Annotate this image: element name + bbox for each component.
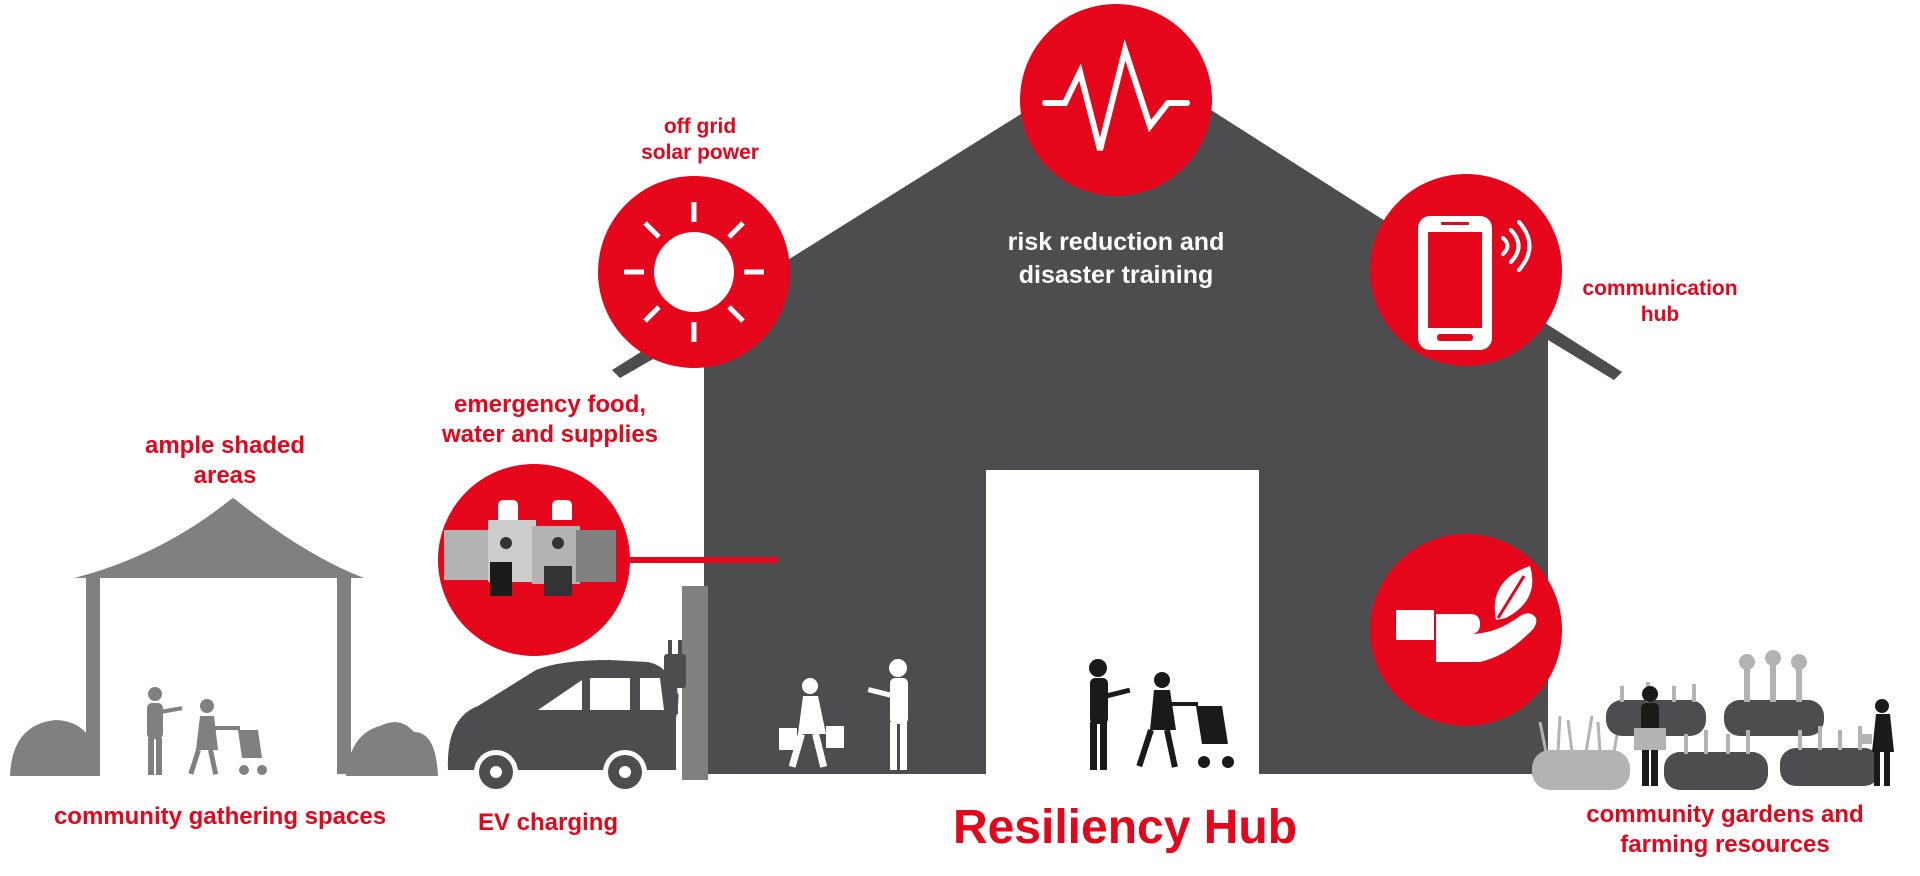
- risk-reduction-label: risk reduction and disaster training: [996, 226, 1236, 291]
- community-gardens-label: community gardens and farming resources: [1540, 800, 1910, 860]
- hand-leaf-icon: [1370, 534, 1562, 726]
- bush-right: [346, 722, 438, 776]
- person-shopping: [779, 678, 844, 768]
- wave-icon: [1020, 4, 1212, 196]
- risk-reduction-line1: risk reduction and: [1007, 228, 1225, 256]
- solar-power-line2: solar power: [641, 141, 759, 165]
- person-stroller-doorway: [1136, 672, 1234, 768]
- page-title: Resiliency Hub: [952, 801, 1298, 854]
- communication-hub-label: communication hub: [1560, 276, 1760, 329]
- person-stroller-gray: [188, 699, 267, 775]
- supplies-icon: [438, 464, 630, 656]
- communication-hub-line2: hub: [1640, 303, 1680, 327]
- communication-hub-line1: communication: [1582, 277, 1738, 300]
- sun-icon: [598, 176, 790, 368]
- ev-charging-label: EV charging: [477, 809, 619, 836]
- charging-station: [658, 586, 708, 780]
- emergency-supplies-line1: emergency food,: [453, 391, 647, 418]
- shaded-areas-line1: ample shaded: [144, 432, 306, 459]
- emergency-supplies-label: emergency food, water and supplies: [410, 390, 690, 450]
- person-standing: [867, 659, 908, 770]
- phone-icon: [1370, 174, 1562, 366]
- solar-power-label: off grid solar power: [600, 114, 800, 167]
- supplies-connector: [600, 557, 778, 563]
- solar-power-line1: off grid: [663, 115, 737, 138]
- shade-canopy: [10, 498, 438, 776]
- risk-reduction-line2: disaster training: [1018, 260, 1214, 289]
- ev-car: [447, 660, 676, 794]
- community-garden: [1532, 650, 1894, 790]
- person-doorway: [1089, 659, 1131, 770]
- emergency-supplies-line2: water and supplies: [441, 421, 659, 448]
- gathering-spaces-label: community gathering spaces: [53, 803, 387, 830]
- shaded-areas-label: ample shaded areas: [110, 431, 340, 491]
- bush-left: [10, 720, 100, 776]
- community-gardens-line1: community gardens and: [1586, 801, 1864, 828]
- shaded-areas-line2: areas: [193, 462, 257, 489]
- person-adult-gray: [147, 687, 183, 775]
- community-gardens-line2: farming resources: [1620, 831, 1830, 858]
